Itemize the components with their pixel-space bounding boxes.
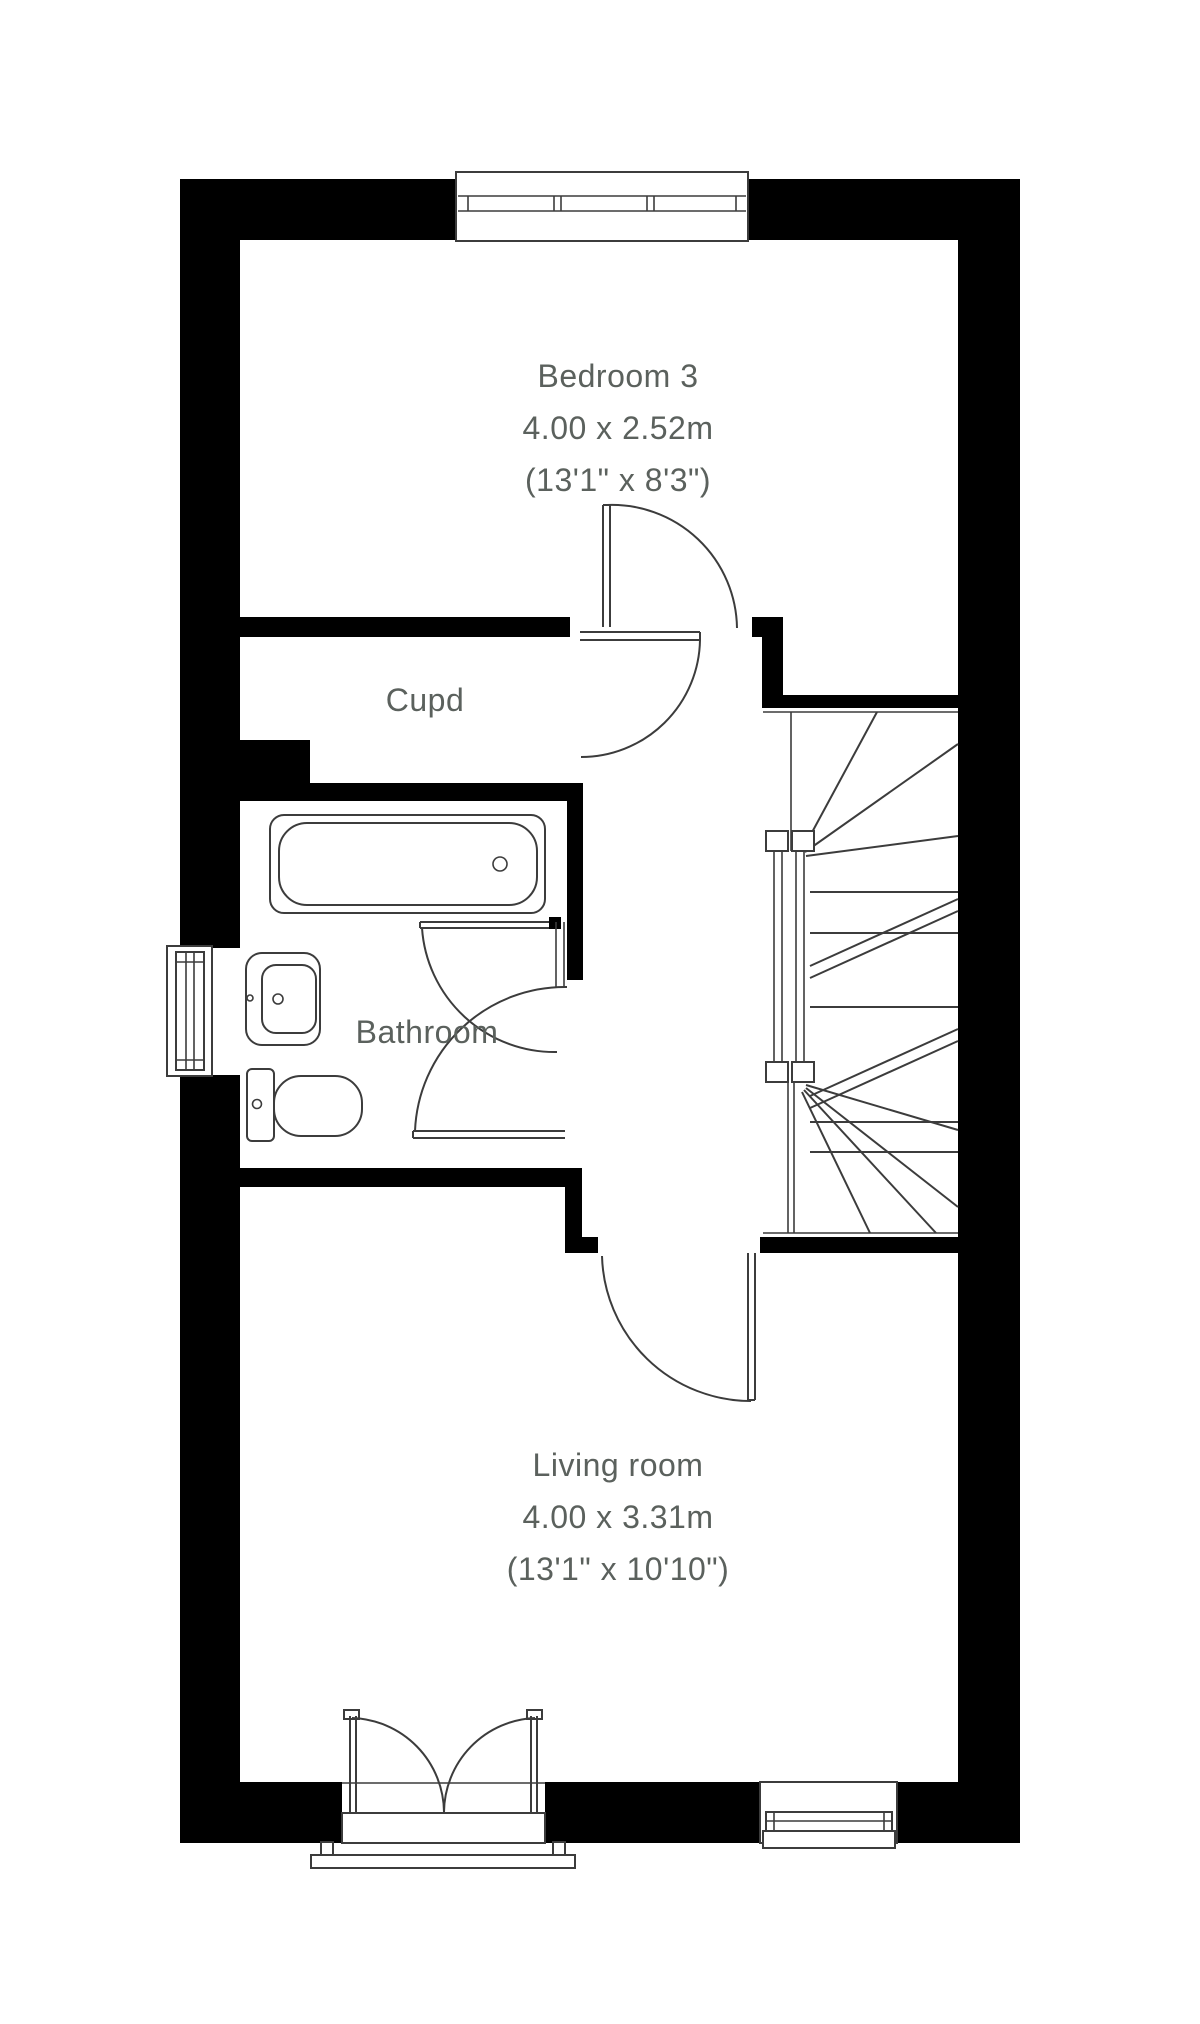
wall-right bbox=[958, 240, 1020, 1782]
french-doors-frame bbox=[341, 1812, 546, 1844]
wall-living-door-nib bbox=[582, 1237, 598, 1253]
bathroom-door bbox=[412, 985, 568, 1139]
wall-bathroom-corner bbox=[565, 1168, 582, 1253]
wall-bottom-left bbox=[180, 1782, 342, 1843]
bedroom3-metric: 4.00 x 2.52m bbox=[522, 410, 714, 446]
french-door-left-swing bbox=[351, 1717, 445, 1813]
newel-post bbox=[765, 1061, 789, 1083]
bathroom-door-swing bbox=[414, 985, 568, 1132]
outer-walls bbox=[180, 179, 1020, 1843]
living-room-window bbox=[759, 1781, 898, 1849]
bath-screen-swing bbox=[421, 927, 558, 1054]
wall-bottom-right bbox=[897, 1782, 1020, 1843]
wall-stairs-bottom bbox=[760, 1237, 958, 1253]
toilet-bowl bbox=[273, 1075, 363, 1137]
wall-left-upper bbox=[180, 240, 240, 948]
wall-bedroom-cupd bbox=[240, 617, 570, 637]
wall-stairs-top bbox=[762, 695, 958, 708]
bathtub-drain bbox=[492, 856, 508, 872]
bath-screen bbox=[419, 917, 565, 1054]
bedroom3-label: Bedroom 3 bbox=[537, 358, 699, 394]
wall-cupd-bath bbox=[310, 783, 567, 801]
wall-left-lower bbox=[180, 1075, 240, 1782]
basin bbox=[245, 952, 321, 1046]
bathtub-inner bbox=[278, 822, 538, 906]
living-room-label: Living room bbox=[532, 1447, 704, 1483]
wall-cupd-bath-left bbox=[240, 740, 310, 801]
wall-bathroom-right bbox=[567, 783, 583, 980]
toilet-cistern bbox=[246, 1068, 275, 1142]
newel-post bbox=[791, 830, 815, 852]
wall-landing-vertical bbox=[762, 633, 783, 708]
french-door-right-swing bbox=[443, 1717, 536, 1813]
toilet-flush bbox=[251, 1098, 263, 1110]
bedroom-door bbox=[602, 503, 738, 629]
bedroom-door-swing bbox=[606, 503, 738, 629]
wall-top-right bbox=[748, 179, 1020, 240]
basin-bowl bbox=[261, 964, 317, 1034]
wall-bedroom-door-nib bbox=[752, 617, 783, 637]
wall-top-left bbox=[180, 179, 456, 240]
bath-screen-hinge bbox=[549, 917, 561, 929]
living-room-door-swing bbox=[601, 1255, 752, 1402]
bedroom-window bbox=[455, 171, 749, 242]
bedroom3-imperial: (13'1" x 8'3") bbox=[524, 462, 712, 498]
cupboard-door-swing bbox=[580, 639, 701, 758]
wall-bathroom-bottom bbox=[240, 1168, 565, 1187]
bedroom-window-frame bbox=[455, 171, 749, 242]
living-room-door bbox=[601, 1253, 756, 1402]
wall-bottom-middle bbox=[545, 1782, 760, 1843]
french-doors bbox=[310, 1709, 576, 1869]
living-room-imperial: (13'1" x 10'10") bbox=[506, 1551, 730, 1587]
toilet bbox=[246, 1068, 363, 1142]
newel-post bbox=[791, 1061, 815, 1083]
basin-tap bbox=[246, 994, 254, 1002]
living-room-metric: 4.00 x 3.31m bbox=[522, 1499, 714, 1535]
cupboard-label: Cupd bbox=[385, 682, 465, 718]
cupboard-door bbox=[580, 631, 701, 758]
bathroom-label: Bathroom bbox=[355, 1014, 499, 1050]
french-doors-sill bbox=[310, 1854, 576, 1869]
bathtub bbox=[269, 814, 546, 914]
interior-walls bbox=[240, 617, 958, 1253]
basin-drain bbox=[272, 993, 284, 1005]
bathroom-window bbox=[166, 945, 213, 1077]
staircase bbox=[763, 711, 959, 1234]
newel-post bbox=[765, 830, 789, 852]
